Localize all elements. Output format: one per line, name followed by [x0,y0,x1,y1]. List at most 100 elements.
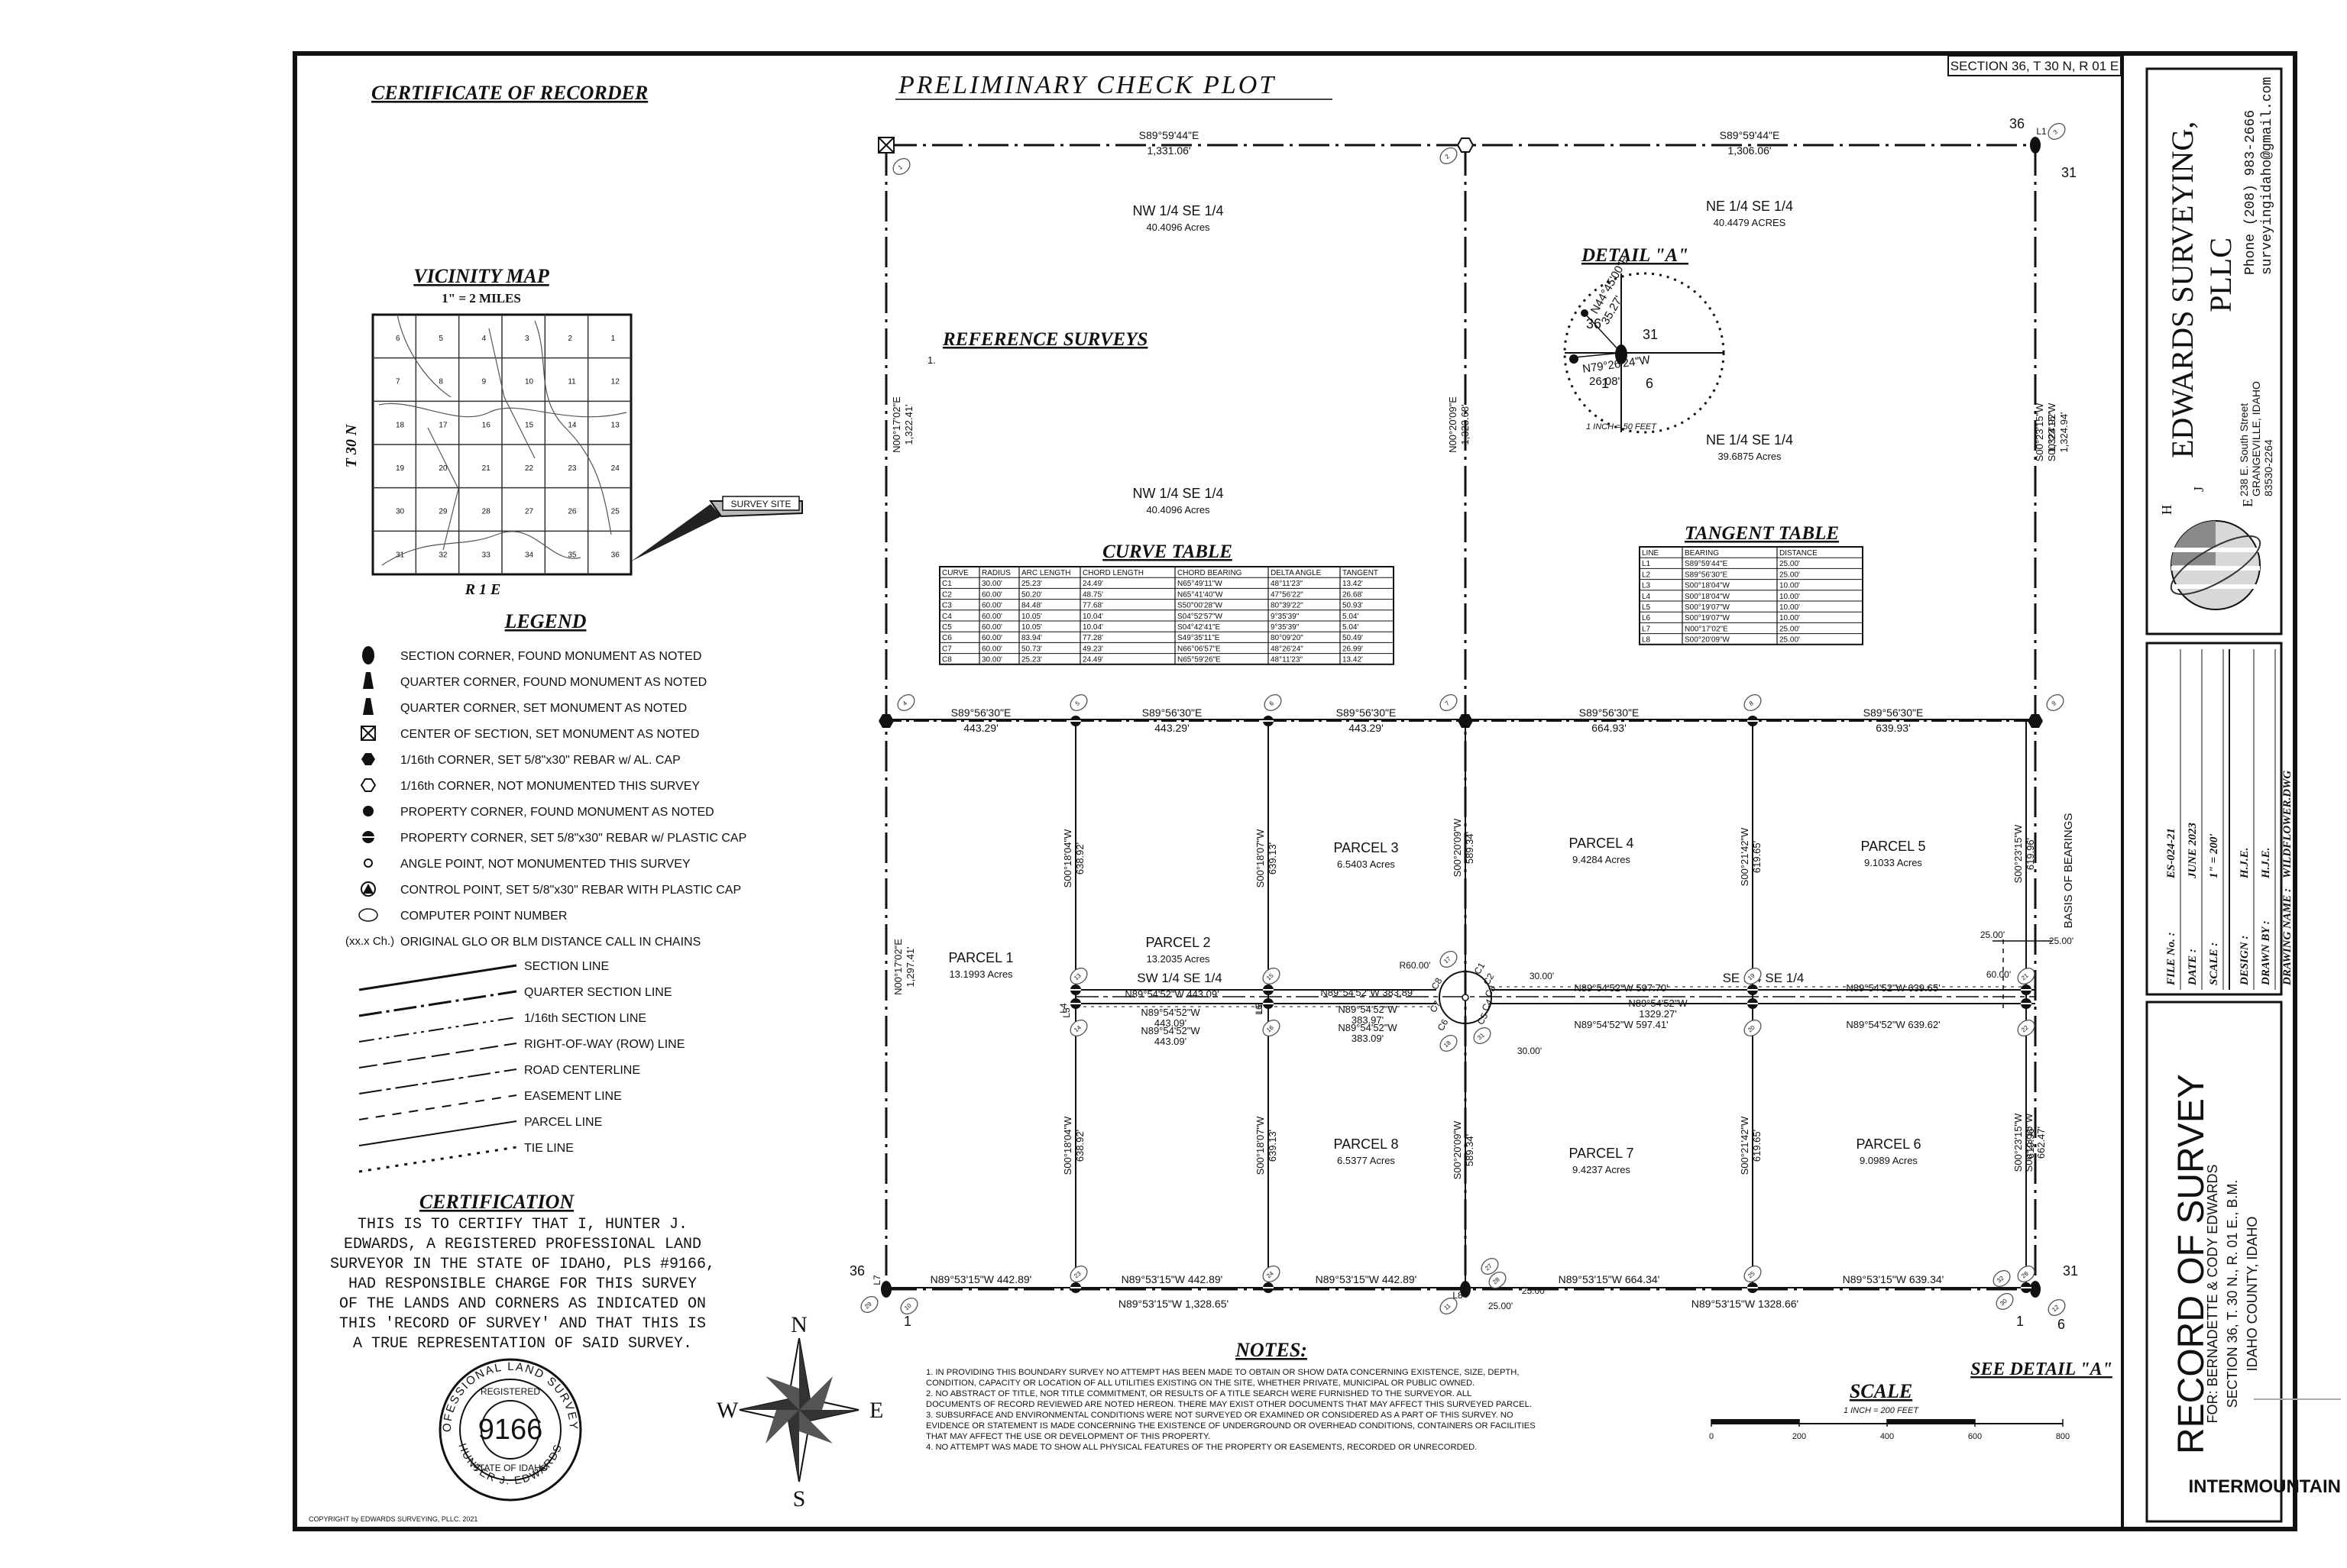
note-line: 4. NO ATTEMPT WAS MADE TO SHOW ALL PHYSI… [926,1443,1477,1452]
boundary-total-call: N89°53'15"W 1328.66' [1691,1298,1798,1310]
tangent-table-header: LINE [1642,549,1659,558]
computer-point-marker [1743,1020,1762,1036]
bearing-call: S89°56'30"E [1142,706,1203,719]
corner-section-number: 36 [850,1263,865,1279]
tangent-table-cell: 10.00' [1779,603,1800,612]
record-for: FOR: BERNADETTE & CODY EDWARDS [2205,1164,2220,1423]
vicinity-section-number: 18 [396,421,405,429]
parcel-acres: 6.5377 Acres [1337,1155,1395,1166]
curve-table-cell: 49.23' [1083,645,1103,653]
vicinity-section-number: 20 [439,464,448,473]
computer-point-marker [1262,1020,1280,1036]
vicinity-section-number: 30 [396,508,405,516]
tangent-table-cell: L1 [1642,560,1651,568]
legend-symbol-label: QUARTER CORNER, SET MONUMENT AS NOTED [400,702,687,715]
vicinity-section-number: 24 [611,464,620,473]
vicinity-section-number: 27 [525,508,534,516]
dimension-label: R60.00' [1400,960,1431,971]
tangent-table-cell: 10.00' [1779,593,1800,601]
parcel-label: PARCEL 8 [1333,1136,1398,1152]
curve-table-header: CURVE [942,569,969,577]
legend-line-label: TIE LINE [524,1142,574,1155]
curve-table-header: CHORD BEARING [1177,569,1242,577]
computer-point-marker [1481,1258,1499,1275]
curve-table-cell: S04°52'57"W [1177,613,1222,621]
scale-note: 1 INCH = 200 FEET [1844,1406,1919,1415]
corner-section-number: 36 [2009,116,2025,131]
copyright-text: COPYRIGHT by EDWARDS SURVEYING, PLLC. 20… [309,1515,477,1523]
scale-tick-label: 800 [2056,1432,2070,1441]
info-label: SCALE : [2208,942,2220,985]
computer-point-marker [1993,1270,2011,1287]
vertical-call: 638.92' [1074,842,1086,875]
vertical-call: N00°20'09"E [1447,396,1458,453]
range-label: R 1 E [465,581,501,598]
line-tag: C1 [1472,961,1488,977]
vicinity-section-number: 7 [396,378,400,386]
scale-tick-label: 400 [1880,1432,1894,1441]
curve-table-cell: 13.42' [1342,656,1363,664]
bearing-call: S89°56'30"E [1863,706,1924,719]
logo-letter-e: E [2240,499,2255,507]
curve-table-cell: 13.42' [1342,580,1363,588]
computer-point-marker [1262,1266,1280,1282]
tangent-table-cell: L6 [1642,614,1651,622]
vicinity-section-number: 28 [482,508,491,516]
legend-line-sample [358,1094,517,1120]
curve-table-cell: 9°35'39" [1271,623,1300,632]
tangent-table-cell: 25.00' [1779,625,1800,633]
parcel-label: PARCEL 1 [948,950,1013,965]
line-tag: C5 [1475,1011,1491,1027]
notes-title: NOTES: [1235,1339,1307,1361]
parcel-label: PARCEL 6 [1856,1136,1921,1152]
curve-table-cell: 48°11'23" [1271,656,1303,664]
boundary-call: N89°53'15"W 442.89' [1122,1273,1223,1285]
legend-title: LEGEND [504,610,587,632]
legend-line-sample [358,1017,517,1043]
basis-of-bearings: BASIS OF BEARINGS [2062,813,2075,929]
certification-line: THIS IS TO CERTIFY THAT I, HUNTER J. [358,1216,688,1233]
recorder-title: CERTIFICATE OF RECORDER [371,82,648,104]
vertical-call: S00°23'15"W [2034,403,2045,461]
address-street: 238 E. South Street [2238,403,2250,496]
dimension-label: 25.00' [1522,1285,1546,1296]
line-tag: L7 [872,1275,882,1285]
bearing-call: S89°56'30"E [1579,706,1640,719]
curve-table-cell: 50.49' [1342,634,1363,642]
vicinity-section-number: 19 [396,464,405,473]
vertical-call: 639.13' [1267,1130,1278,1162]
computer-point-marker [897,694,915,711]
note-line: THAT MAY AFFECT THE USE OR DEVELOPMENT O… [926,1432,1210,1441]
compass-n: N [791,1312,808,1337]
parcel-label: PARCEL 5 [1860,839,1925,854]
vicinity-section-number: 36 [611,551,620,559]
vicinity-section-number: 35 [568,551,577,559]
vicinity-section-number: 14 [568,421,577,429]
certification-line: OF THE LANDS AND CORNERS AS INDICATED ON [339,1295,706,1313]
tangent-table-cell: 25.00' [1779,560,1800,568]
info-label: FILE No. : [2165,932,2177,986]
legend-symbol-label: 1/16th CORNER, SET 5/8"x30" REBAR w/ AL.… [400,754,681,767]
sheet-border [293,51,2297,1531]
detail-corner-6: 6 [1646,376,1653,391]
tangent-table-cell: L5 [1642,603,1651,612]
computer-point-number: 3 [2052,128,2060,136]
legend-line-sample [358,1069,517,1094]
parcel-acres: 9.1033 Acres [1864,857,1922,868]
vertical-call: S00°21'42"W [1739,827,1750,886]
se-quarter-label: SE 1/4 SE 1/4 [1723,971,1805,985]
vertical-call: S00°21'42"W [1739,1116,1750,1175]
tangent-table-cell: 10.00' [1779,582,1800,590]
legend-line-sample [358,1043,517,1069]
info-value: ES-024-21 [2165,828,2177,879]
note-line: DOCUMENTS OF RECORD REVIEWED ARE NOTED H… [926,1400,1532,1409]
parcel-acres: 9.0989 Acres [1860,1155,1918,1166]
compass-e: E [869,1398,883,1423]
computer-point-number: 9 [2051,700,2058,707]
company-name-2: PLLC [2203,238,2238,312]
vicinity-section-number: 10 [525,378,534,386]
